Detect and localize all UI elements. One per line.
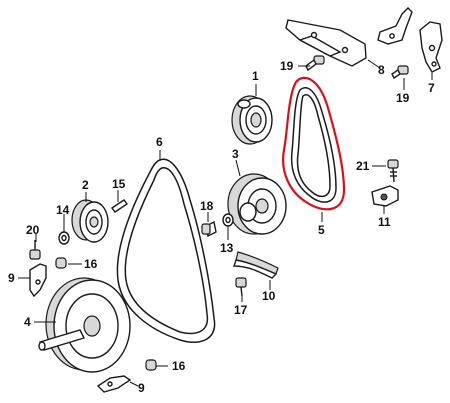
bolt-part-17[interactable] <box>235 277 247 297</box>
washer-part-13[interactable] <box>222 213 234 227</box>
pin-part-15[interactable] <box>110 199 129 213</box>
bolt-part-19-upper[interactable] <box>305 55 325 72</box>
pulley-part-4[interactable] <box>38 277 131 373</box>
callout-18: 18 <box>200 199 214 213</box>
callout-19b: 19 <box>396 91 410 105</box>
callout-7: 7 <box>428 81 435 95</box>
callout-6: 6 <box>156 135 163 149</box>
pulley-part-3[interactable] <box>227 173 287 235</box>
callout-16a: 16 <box>84 257 98 271</box>
pulley-part-1[interactable] <box>231 95 273 145</box>
leader-lines <box>18 59 433 387</box>
callouts: 1 2 3 4 5 6 7 8 9 9 10 11 13 14 15 16 16… <box>8 59 435 395</box>
callout-1: 1 <box>252 69 259 83</box>
clip-part-11[interactable] <box>371 185 399 207</box>
callout-21: 21 <box>356 159 370 173</box>
callout-14: 14 <box>56 203 70 217</box>
callout-11: 11 <box>378 215 391 229</box>
callout-15: 15 <box>112 177 126 191</box>
belt-part-5[interactable] <box>282 76 346 211</box>
callout-19a: 19 <box>280 59 294 73</box>
callout-20: 20 <box>26 223 40 237</box>
nut-part-16-upper[interactable] <box>55 257 67 269</box>
callout-3: 3 <box>232 147 239 161</box>
pulley-part-2[interactable] <box>71 199 109 243</box>
nut-part-16-lower[interactable] <box>145 359 157 371</box>
washer-part-14[interactable] <box>58 231 70 245</box>
bolt-part-21[interactable] <box>387 159 399 183</box>
guide-part-10[interactable] <box>233 251 279 279</box>
belt-part-6[interactable] <box>116 158 216 343</box>
callout-9b: 9 <box>138 381 145 395</box>
callout-5: 5 <box>318 223 325 237</box>
bolt-part-18[interactable] <box>201 220 217 238</box>
callout-8: 8 <box>378 63 385 77</box>
callout-2: 2 <box>82 178 89 192</box>
bracket-part-9-upper[interactable] <box>29 263 47 298</box>
callout-17: 17 <box>234 303 248 317</box>
bracket-part-7[interactable] <box>419 21 443 73</box>
callout-4: 4 <box>24 315 31 329</box>
bolt-part-19-right[interactable] <box>391 65 409 80</box>
bolt-part-20[interactable] <box>29 240 41 260</box>
callout-13: 13 <box>220 241 234 255</box>
bracket-part-8[interactable] <box>285 7 413 67</box>
callout-16b: 16 <box>172 359 186 373</box>
callout-10: 10 <box>262 289 276 303</box>
callout-9a: 9 <box>8 271 15 285</box>
bracket-part-9-lower[interactable] <box>96 375 132 393</box>
